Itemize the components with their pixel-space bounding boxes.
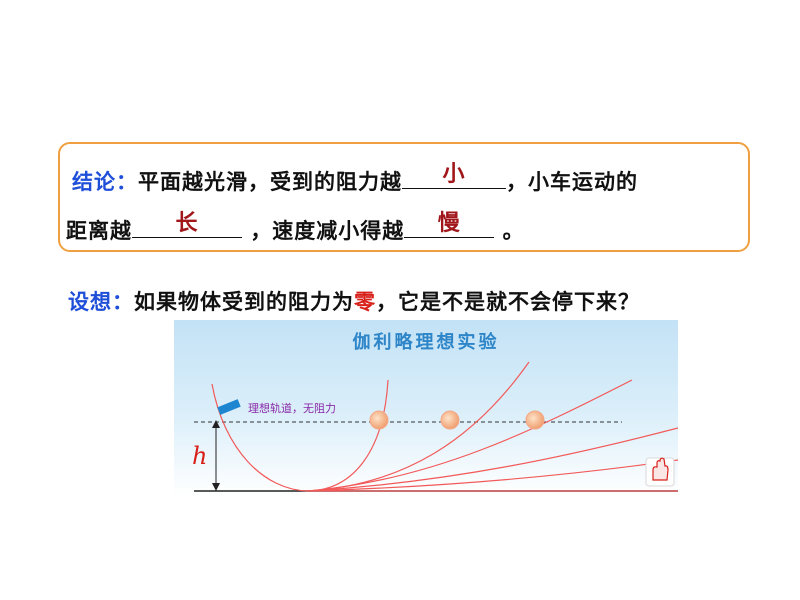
answer-3: 慢 — [437, 211, 461, 236]
galileo-experiment-figure: 伽利略理想实验 h 理想轨道，无阻力 — [174, 320, 678, 496]
blank-1: 小 — [402, 162, 506, 189]
figure-background — [174, 320, 678, 496]
answer-2: 长 — [175, 211, 199, 236]
track-gentler — [307, 427, 678, 492]
ball — [369, 410, 389, 430]
track-label: 理想轨道，无阻力 — [248, 401, 336, 415]
height-label: h — [192, 442, 207, 470]
conclusion-label: 结论： — [72, 170, 138, 194]
answer-1: 小 — [442, 162, 466, 187]
height-arrow-bottom — [212, 483, 220, 491]
conclusion-text-1: 平面越光滑，受到的阻力越 — [138, 170, 402, 194]
hypothesis-text-after: ，它是不是就不会停下来？ — [376, 290, 640, 314]
hypothesis-label: 设想： — [68, 290, 134, 314]
conclusion-text-2-tail: 。 — [502, 219, 525, 243]
ball — [525, 410, 545, 430]
track-flatter — [307, 459, 678, 492]
hypothesis-highlight: 零 — [354, 290, 376, 314]
blank-3: 慢 — [404, 211, 495, 238]
hand-icon[interactable] — [645, 457, 675, 487]
conclusion-text-1-tail: ，小车运动的 — [506, 170, 638, 194]
track-descent — [211, 383, 309, 492]
track-gentle — [307, 379, 633, 492]
conclusion-box — [58, 142, 750, 252]
conclusion-text-2-head: 距离越 — [66, 219, 132, 243]
conclusion-line-1: 结论：平面越光滑，受到的阻力越 小 ，小车运动的 — [72, 162, 638, 196]
figure-title: 伽利略理想实验 — [353, 331, 500, 353]
conclusion-line-2: 距离越 长 ，速度减小得越 慢 。 — [66, 211, 525, 245]
blank-2: 长 — [132, 211, 242, 238]
height-arrow-top — [212, 420, 220, 428]
start-marker — [217, 399, 241, 415]
conclusion-text-2-mid: ，速度减小得越 — [250, 219, 405, 243]
ball — [440, 410, 460, 430]
hypothesis-line: 设想：如果物体受到的阻力为零，它是不是就不会停下来？ — [68, 286, 640, 316]
hypothesis-text: 如果物体受到的阻力为 — [134, 290, 354, 314]
